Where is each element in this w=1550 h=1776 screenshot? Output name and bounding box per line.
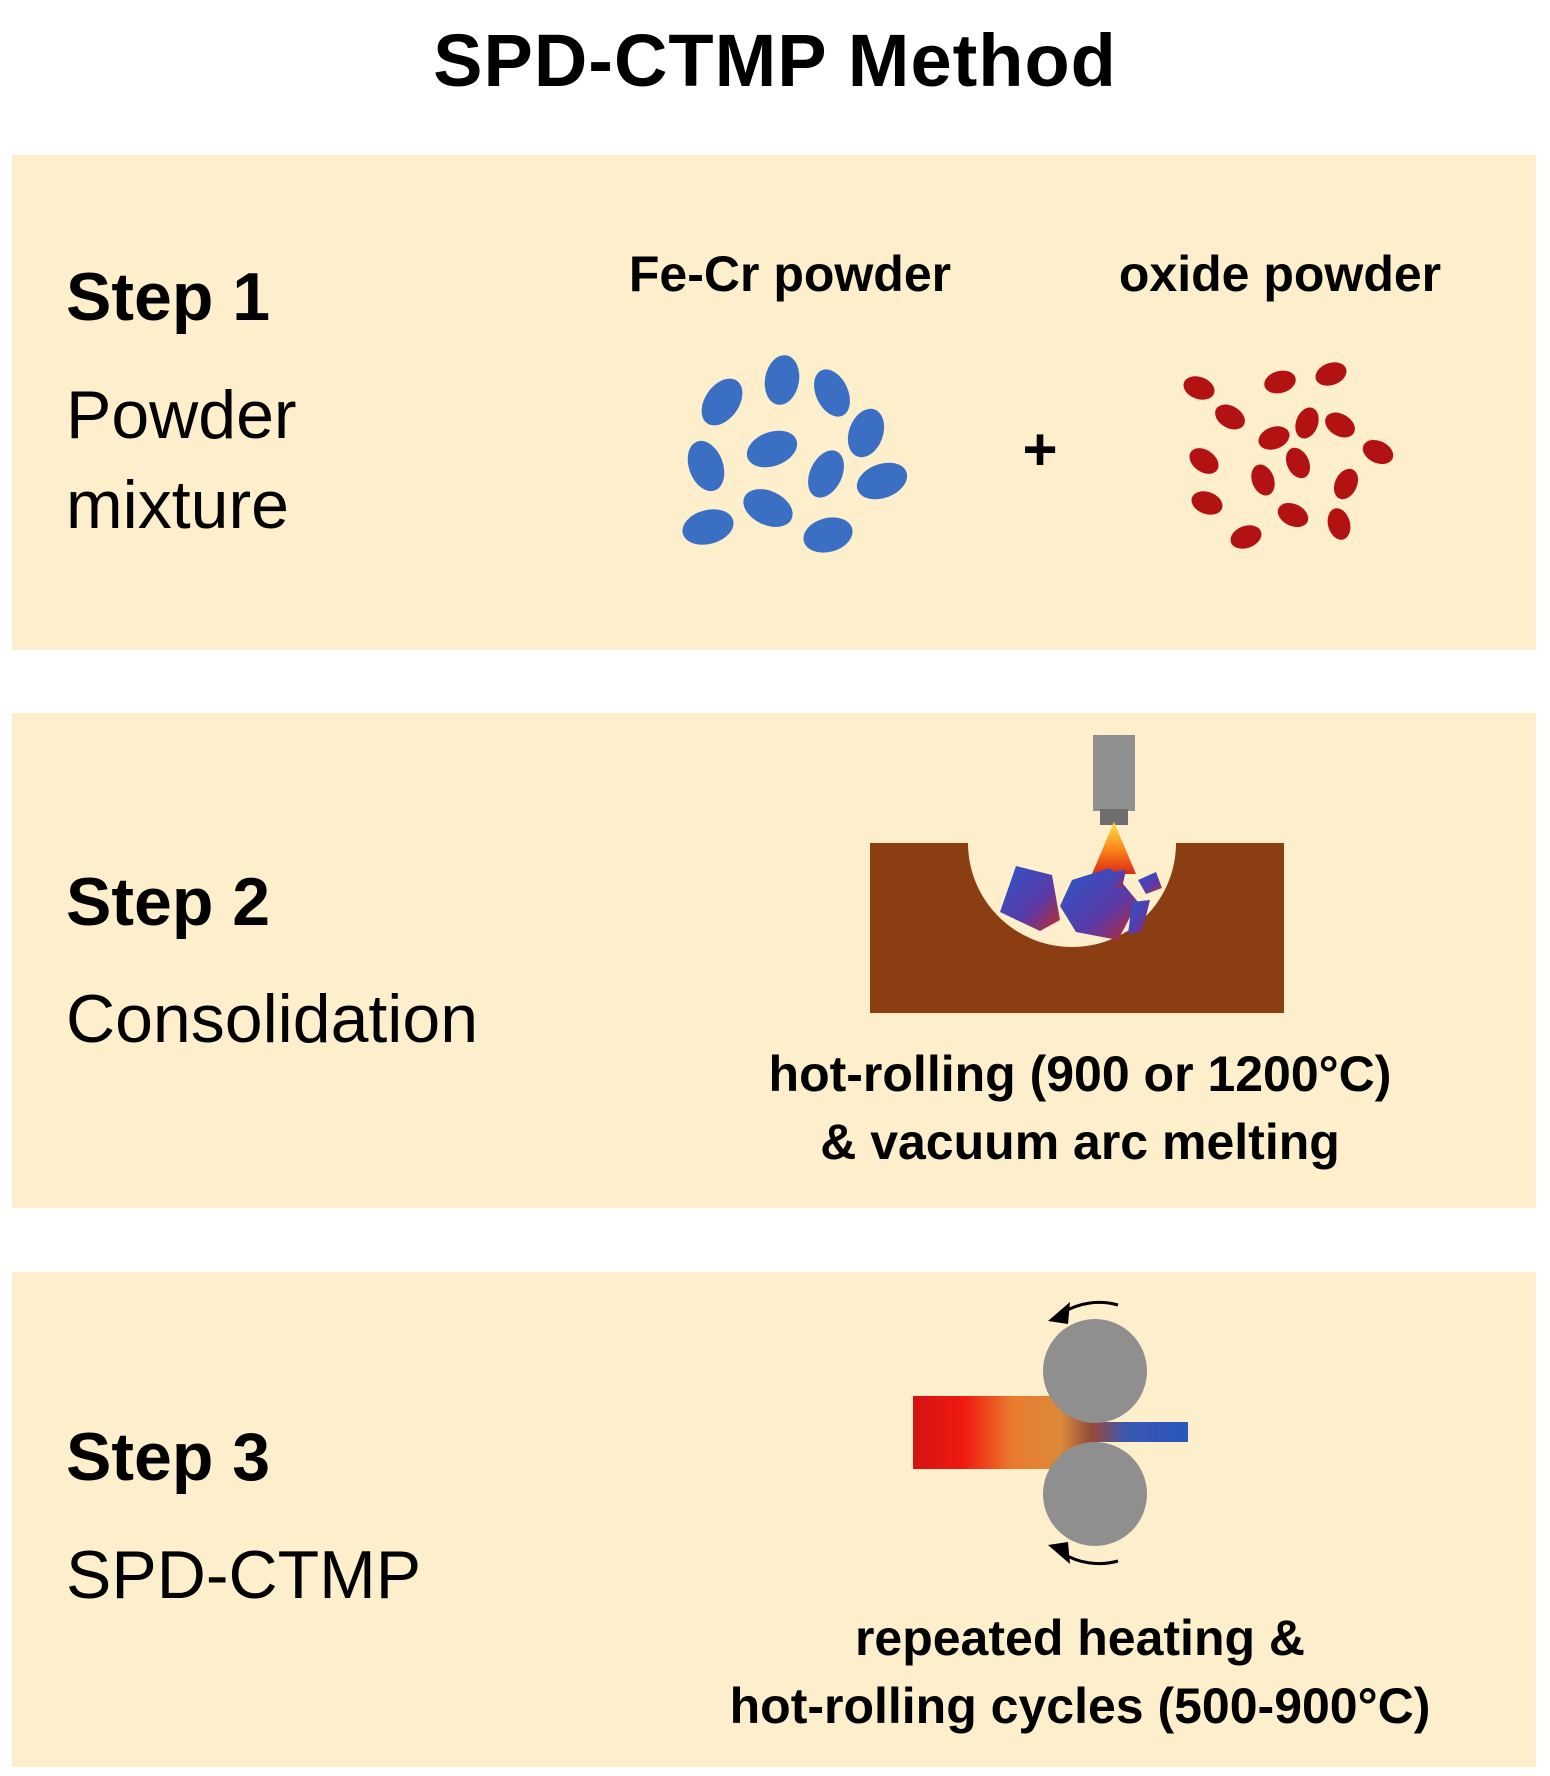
fecr-particle [808, 450, 844, 498]
step-2-description: Consolidation [66, 981, 479, 1057]
fecr-particle [847, 408, 885, 458]
lower-roller [1043, 1442, 1147, 1546]
oxide-particle [1295, 407, 1319, 439]
rolled-strip [1092, 1422, 1188, 1442]
plus-operator: + [1022, 416, 1058, 483]
fecr-particle [687, 440, 725, 492]
oxide-particle [1183, 376, 1215, 400]
crucible [870, 843, 1284, 1013]
oxide-particle [1327, 508, 1351, 540]
fecr-particle [856, 462, 908, 500]
fecr-particle [701, 378, 743, 426]
oxide-particle [1258, 426, 1290, 450]
step-3-caption: repeated heating & hot-rolling cycles (5… [729, 1610, 1431, 1734]
electrode-tip [1100, 809, 1128, 825]
oxide-particle [1215, 404, 1245, 430]
electrode [1093, 735, 1135, 811]
fecr-particle [803, 517, 853, 553]
oxide-particle [1264, 370, 1296, 394]
oxide-particle [1191, 491, 1223, 515]
step-3-description: SPD-CTMP [66, 1537, 422, 1613]
melt-fragment [1108, 870, 1126, 888]
step-1-description: Powder mixture [66, 377, 297, 543]
step-2-caption: hot-rolling (900 or 1200°C) & vacuum arc… [768, 1046, 1392, 1170]
oxide-particle [1230, 525, 1262, 549]
oxide-particle-group [1183, 362, 1394, 549]
oxide-particle [1277, 502, 1309, 528]
step-3-panel [12, 1272, 1536, 1767]
fecr-particle-group [682, 355, 908, 553]
melt-fragment [1128, 900, 1150, 934]
oxide-particle [1189, 448, 1219, 474]
diagram-title: SPD-CTMP Method [433, 19, 1117, 102]
fecr-particle [743, 489, 793, 527]
upper-arrow-head [1048, 1302, 1070, 1324]
oxide-particle [1315, 362, 1347, 386]
oxide-particle [1362, 439, 1394, 465]
lower-rotation-arrow [1061, 1551, 1119, 1566]
fecr-powder-label: Fe-Cr powder [628, 246, 952, 302]
fecr-particle [682, 509, 734, 545]
fecr-particle [746, 430, 798, 468]
upper-rotation-arrow [1061, 1300, 1119, 1315]
oxide-particle [1333, 468, 1359, 500]
upper-roller [1043, 1319, 1147, 1423]
oxide-particle [1251, 464, 1275, 496]
lower-arrow-head [1048, 1542, 1070, 1564]
melt-fragment [1138, 872, 1162, 894]
oxide-particle [1325, 412, 1355, 438]
step-3-label: Step 3 [66, 1419, 271, 1495]
arc-flame [1092, 822, 1136, 874]
oxide-powder-label: oxide powder [1118, 246, 1442, 302]
melt-fragment [1000, 866, 1060, 931]
oxide-particle [1285, 447, 1311, 479]
fecr-particle [814, 369, 850, 417]
fecr-particle [764, 355, 800, 405]
step-1-label: Step 1 [66, 259, 271, 335]
step-2-label: Step 2 [66, 864, 271, 940]
